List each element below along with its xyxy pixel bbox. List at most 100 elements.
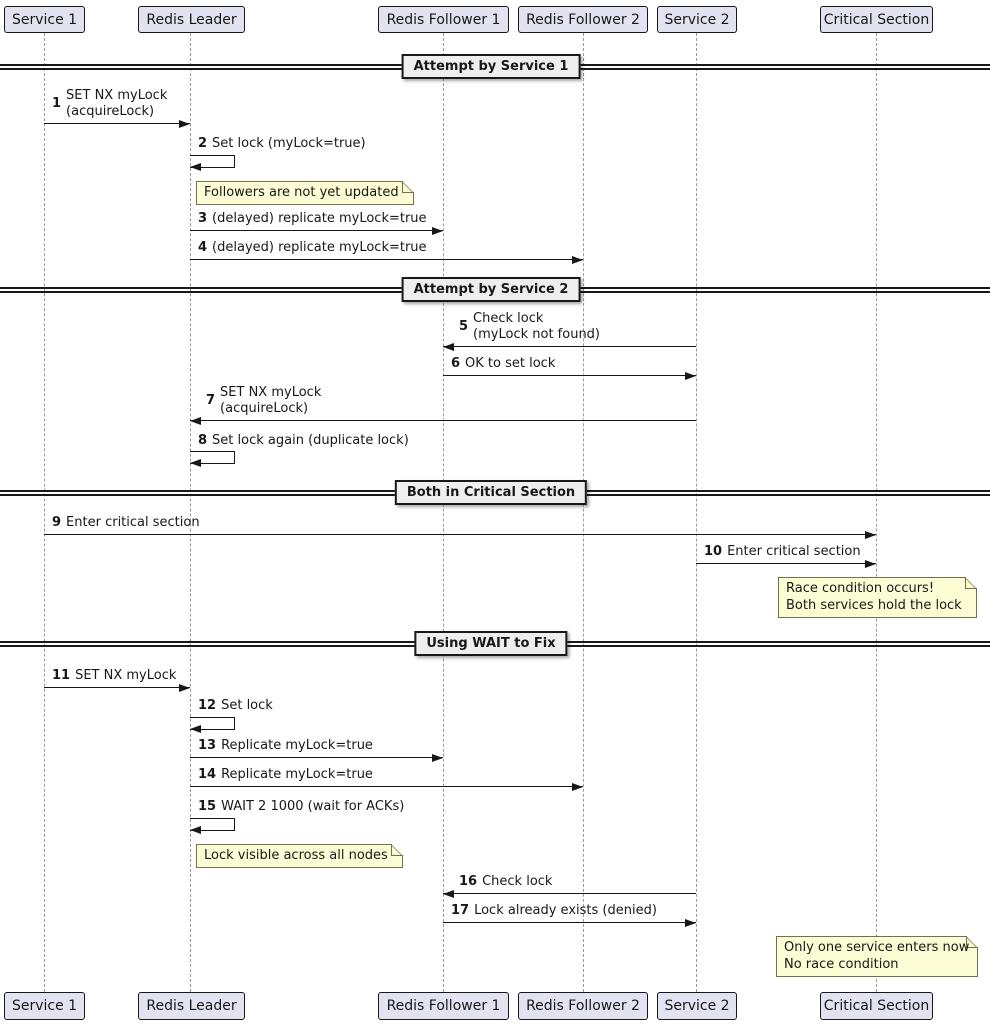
message-label-9: 9 Enter critical section xyxy=(52,515,200,531)
note-text: Lock visible across all nodes xyxy=(204,848,388,863)
arrow-14 xyxy=(190,783,583,791)
message-text: Replicate myLock=true xyxy=(221,738,373,753)
participant-redis-follower-1-bottom: Redis Follower 1 xyxy=(378,992,509,1020)
message-text: Enter critical section xyxy=(727,544,861,559)
arrowhead-left-icon xyxy=(190,725,201,733)
message-text: Replicate myLock=true xyxy=(221,767,373,782)
message-label-10: 10 Enter critical section xyxy=(704,544,861,560)
lifeline-redis-follower-2 xyxy=(583,33,584,992)
participant-label: Critical Section xyxy=(823,998,930,1014)
note-race-condition: Race condition occurs! Both services hol… xyxy=(778,577,977,618)
participant-redis-follower-2-bottom: Redis Follower 2 xyxy=(518,992,648,1020)
message-text: Set lock again (duplicate lock) xyxy=(212,433,409,448)
arrowhead-left-icon xyxy=(443,890,454,898)
note-background xyxy=(779,578,976,617)
message-label-12: 12 Set lock xyxy=(198,698,273,714)
arrowhead-right-icon xyxy=(179,120,190,128)
participant-redis-follower-2-top: Redis Follower 2 xyxy=(518,6,648,33)
divider-label: Attempt by Service 2 xyxy=(413,282,569,297)
message-number: 6 xyxy=(451,356,461,371)
message-number: 2 xyxy=(198,136,208,151)
participant-label: Service 2 xyxy=(664,11,730,28)
note-text: Race condition occurs! Both services hol… xyxy=(786,581,962,613)
note-background xyxy=(197,182,413,204)
arrowhead-right-icon xyxy=(432,227,443,235)
note-background xyxy=(197,845,402,867)
message-text: Check lock xyxy=(482,874,553,889)
message-label-15: 15 WAIT 2 1000 (wait for ACKs) xyxy=(198,799,404,815)
arrowhead-right-icon xyxy=(179,684,190,692)
participant-label: Service 1 xyxy=(11,998,78,1014)
arrowhead-right-icon xyxy=(865,560,876,568)
self-arrow-8 xyxy=(190,451,235,467)
participant-service-2-top: Service 2 xyxy=(657,6,737,33)
participant-redis-leader-top: Redis Leader xyxy=(138,6,245,33)
divider-attempt-by-service-1: Attempt by Service 1 xyxy=(401,54,581,79)
message-text: SET NX myLock (acquireLock) xyxy=(220,385,322,416)
message-number: 16 xyxy=(459,874,478,889)
message-text: OK to set lock xyxy=(465,356,556,371)
divider-label: Attempt by Service 1 xyxy=(413,59,569,74)
message-label-17: 17 Lock already exists (denied) xyxy=(451,903,657,919)
message-text: SET NX myLock xyxy=(75,668,177,683)
arrowhead-left-icon xyxy=(190,163,201,171)
message-label-5: 5 Check lock (myLock not found) xyxy=(459,311,600,343)
participant-label: Critical Section xyxy=(823,11,930,28)
note-followers-not-updated: Followers are not yet updated xyxy=(196,181,414,205)
arrowhead-left-icon xyxy=(190,417,201,425)
note-text: Followers are not yet updated xyxy=(204,185,399,200)
arrow-7 xyxy=(190,417,696,425)
lifeline-service-1 xyxy=(44,33,45,992)
message-text: Check lock (myLock not found) xyxy=(473,311,601,342)
message-label-8: 8 Set lock again (duplicate lock) xyxy=(198,433,409,449)
participant-critical-section-bottom: Critical Section xyxy=(820,992,933,1020)
arrow-10 xyxy=(696,560,876,568)
note-lock-visible: Lock visible across all nodes xyxy=(196,844,403,868)
arrowhead-left-icon xyxy=(190,826,201,834)
note-text: Only one service enters now No race cond… xyxy=(784,940,970,972)
divider-attempt-by-service-2: Attempt by Service 2 xyxy=(401,277,581,302)
message-label-2: 2 Set lock (myLock=true) xyxy=(198,136,366,152)
message-number: 15 xyxy=(198,799,217,814)
divider-label: Both in Critical Section xyxy=(406,485,576,500)
note-fold-icon xyxy=(391,844,403,856)
message-number: 9 xyxy=(52,515,62,530)
note-fold-icon xyxy=(402,181,414,193)
arrow-17 xyxy=(443,919,696,927)
participant-label: Redis Follower 2 xyxy=(526,11,640,28)
lifeline-redis-leader xyxy=(190,33,191,992)
arrowhead-right-icon xyxy=(572,256,583,264)
message-text: SET NX myLock (acquireLock) xyxy=(66,88,168,119)
arrowhead-right-icon xyxy=(685,372,696,380)
message-number: 8 xyxy=(198,433,208,448)
arrowhead-right-icon xyxy=(432,754,443,762)
participant-redis-leader-bottom: Redis Leader xyxy=(138,992,245,1020)
message-number: 11 xyxy=(52,668,71,683)
message-number: 3 xyxy=(198,211,208,226)
message-text: (delayed) replicate myLock=true xyxy=(212,240,427,255)
self-arrow-15 xyxy=(190,818,235,834)
divider-using-wait-to-fix: Using WAIT to Fix xyxy=(414,631,568,656)
participant-service-2-bottom: Service 2 xyxy=(657,992,737,1020)
arrow-16 xyxy=(443,890,696,898)
message-text: Set lock xyxy=(221,698,273,713)
participant-critical-section-top: Critical Section xyxy=(820,6,933,33)
message-text: Set lock (myLock=true) xyxy=(212,136,366,151)
arrowhead-right-icon xyxy=(685,919,696,927)
message-label-4: 4 (delayed) replicate myLock=true xyxy=(198,240,427,256)
participant-service-1-bottom: Service 1 xyxy=(4,992,85,1020)
arrowhead-left-icon xyxy=(443,343,454,351)
message-number: 1 xyxy=(52,96,62,111)
message-label-1: 1 SET NX myLock (acquireLock) xyxy=(52,88,167,120)
participant-label: Redis Follower 1 xyxy=(386,998,501,1014)
note-no-race-condition: Only one service enters now No race cond… xyxy=(776,936,978,977)
arrow-4 xyxy=(190,256,583,264)
participant-label: Service 2 xyxy=(664,998,730,1014)
participant-label: Redis Follower 1 xyxy=(386,11,501,28)
arrowhead-right-icon xyxy=(865,531,876,539)
message-number: 5 xyxy=(459,319,469,334)
arrow-13 xyxy=(190,754,443,762)
divider-label: Using WAIT to Fix xyxy=(426,636,556,651)
message-number: 7 xyxy=(206,393,216,408)
